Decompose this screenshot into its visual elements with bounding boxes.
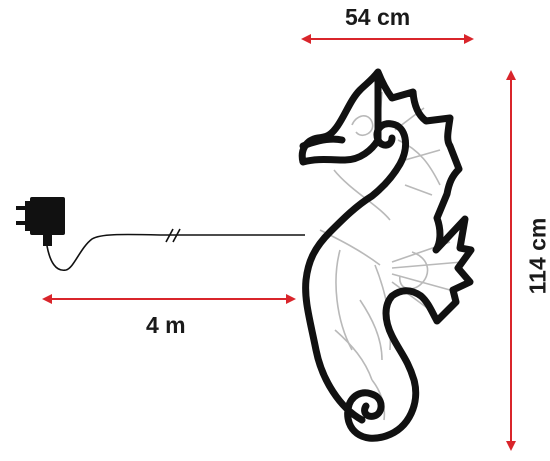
height-label: 114 cm — [525, 218, 550, 295]
width-label: 54 cm — [345, 4, 410, 31]
cable-length-label: 4 m — [146, 312, 186, 339]
power-cable — [47, 234, 305, 270]
seahorse-outline — [302, 72, 471, 438]
power-adapter-icon — [16, 197, 65, 246]
seahorse-head-detail — [303, 139, 342, 146]
